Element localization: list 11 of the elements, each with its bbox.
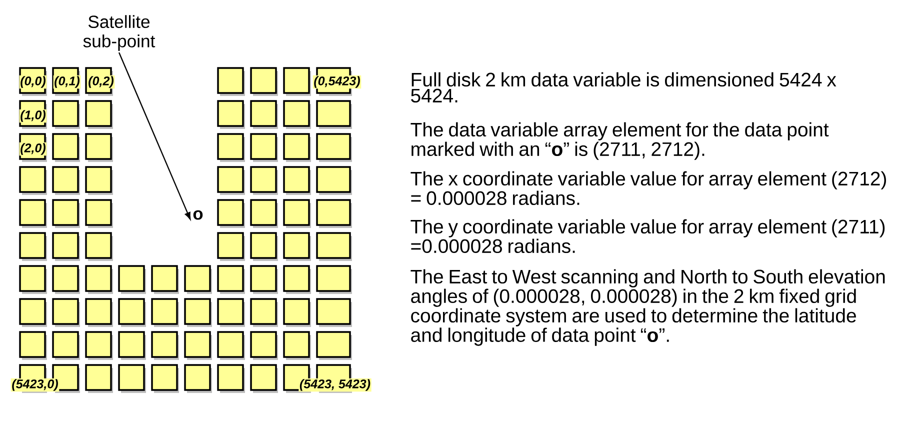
coordinate-label: (5423,0) [10,378,60,392]
paragraph: The East to West scanning and North to South elevation angles of (0.000028, 0.000028) in the 2 km fixed grid coordinate system are used to determine the latitude and longitude of data point “o”. [410,269,885,346]
callout-text: Satellite sub-point [83,15,156,51]
coordinate-label: (5423, 5423) [298,378,372,392]
coordinate-label: (0,5423) [312,75,362,89]
paragraph: The y coordinate variable value for array element (2711) =0.000028 radians. [410,219,885,254]
arrow [118,52,191,220]
paragraph: The x coordinate variable value for array element (2712) = 0.000028 radians. [410,171,886,206]
paragraph: Full disk 2 km data variable is dimensioned 5424 x 5424. [411,72,836,103]
paragraph: The data variable array element for the data point marked with an “o” is (2711, 2712). [410,122,829,160]
point-marker: o [193,210,203,220]
